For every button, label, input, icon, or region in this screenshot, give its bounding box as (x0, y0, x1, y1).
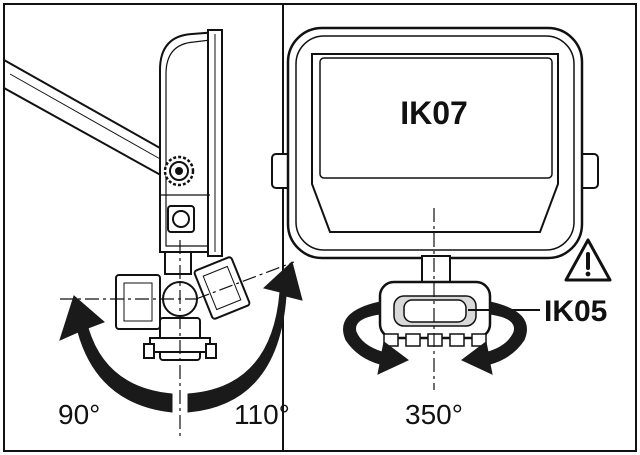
mounting-arm (3, 58, 168, 180)
side-view: 90° 110° (3, 29, 303, 438)
rotate-right-arrow (461, 301, 527, 375)
rotate-left-arrow (343, 301, 409, 375)
ik05-label: IK05 (544, 295, 607, 328)
warning-triangle-icon (564, 238, 612, 282)
side-housing (159, 29, 223, 257)
front-housing (286, 26, 584, 260)
side-center-lines (60, 240, 295, 438)
angle-rotate-label: 350° (405, 399, 463, 430)
side-bracket (115, 251, 251, 361)
angle-up-label: 110° (234, 399, 290, 430)
front-neck (421, 255, 451, 285)
ik07-label: IK07 (400, 95, 468, 131)
outer-frame (3, 3, 637, 452)
tilt-up-arrow (187, 261, 303, 413)
front-view: IK07 IK05 350° (271, 26, 612, 430)
angle-down-label: 90° (58, 399, 100, 430)
tilt-down-arrow (59, 295, 173, 413)
front-bracket (378, 280, 492, 347)
